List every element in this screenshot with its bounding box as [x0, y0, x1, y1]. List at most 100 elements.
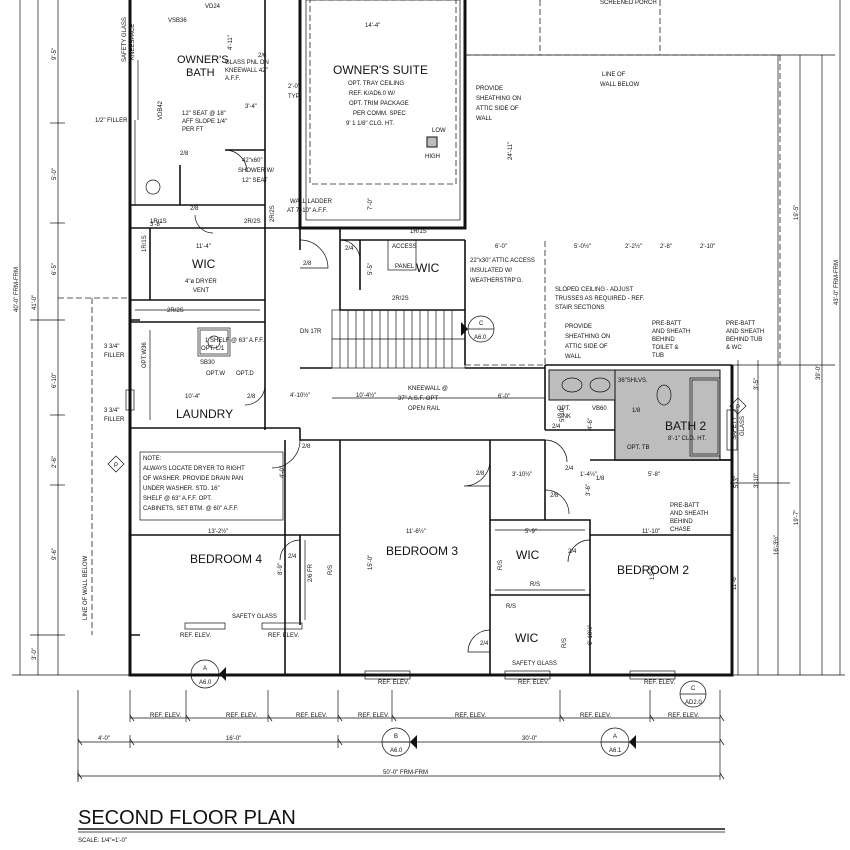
dim-30-0: 30'-0" — [522, 736, 537, 742]
room-wic-lower: WIC — [515, 631, 539, 645]
note-sb30: SB30 — [200, 360, 215, 366]
note-opt-d: OPT.D — [236, 371, 254, 377]
toilet-symbol — [145, 179, 161, 195]
section-marker-c-ad20-letter: C — [691, 686, 696, 692]
dim-11-6-v: 11'-6" — [732, 575, 738, 590]
drawing-title: SECOND FLOOR PLAN — [78, 807, 296, 829]
note-typ: TYP. — [288, 94, 301, 100]
dim-3-10: 3'-10½" — [512, 471, 532, 478]
dim-8-9: 8'-9" — [278, 563, 284, 575]
ref-elev-12: REF. ELEV. — [668, 713, 699, 719]
note-glass-1: GLASS PNL ON — [225, 60, 269, 66]
note-attic-3: WEATHERSTRP'G. — [470, 278, 523, 284]
ref-elev-5: REF. ELEV. — [644, 680, 675, 686]
dim-5-0: 5'-0½" — [574, 243, 591, 250]
dim-11-6: 11'-6½" — [406, 528, 426, 535]
note-ladder-2: AT 7'-10" A.F.F. — [287, 208, 328, 214]
note-seat-1: 12" SEAT @ 18" — [182, 111, 226, 117]
tray-hatch-square — [426, 136, 438, 148]
note-seat-2: AFF SLOPE 1/4" — [182, 119, 227, 125]
room-wic-center: WIC — [416, 261, 440, 275]
note-filler-2b: FILLER — [104, 353, 125, 359]
note-safety-bed4: SAFETY GLASS — [232, 614, 277, 620]
note-filler-3b: FILLER — [104, 417, 125, 423]
code-d24-3: 2/4 — [568, 549, 577, 555]
note-sheath-a4: WALL — [476, 116, 493, 122]
note-low: LOW — [432, 128, 446, 134]
title-block: SECOND FLOOR PLAN SCALE: 1/4"=1'-0" — [78, 807, 725, 844]
p-marker-left: P — [107, 455, 125, 473]
note-box-2: ALWAYS LOCATE DRYER TO RIGHT — [143, 466, 245, 472]
ref-elev-11: REF. ELEV. — [580, 713, 611, 719]
dim-5-9: 5'-9" — [525, 529, 537, 535]
p-marker-right: P — [729, 397, 747, 415]
note-vb60: VB60 — [592, 406, 607, 412]
dim-2-0: 2'-0" — [288, 84, 300, 90]
ref-elev-labels: REF. ELEV. REF. ELEV. REF. ELEV. REF. EL… — [150, 633, 699, 719]
dim-4-6: 4'-6" — [588, 418, 594, 430]
note-attic-1: 22"x30" ATTIC ACCESS — [470, 258, 535, 264]
code-rs-2: R/S — [530, 582, 540, 588]
dim-5-10: 5'-10" — [560, 407, 566, 422]
code-1r1s-b: 1R/1S — [142, 235, 148, 252]
dim-11-4: 11'-4" — [196, 244, 211, 250]
dim-3-10-v: 3'-10" — [754, 473, 760, 488]
code-d18b: 1/8 — [596, 476, 605, 482]
section-marker-b-a60-sheet: A6.0 — [390, 748, 403, 754]
dim-3-4: 3'-4" — [245, 104, 257, 110]
dim-3-6: 3'-6" — [586, 484, 592, 496]
dim-5-3: 5'-3" — [734, 476, 740, 488]
note-tray-3: OPT. TRIM PACKAGE — [349, 101, 409, 107]
note-vsb36: VSB36 — [168, 18, 187, 24]
access-panel-box — [387, 239, 417, 271]
code-rs-3: R/S — [506, 604, 516, 610]
note-opt-tb: OPT. TB — [627, 445, 650, 451]
note-prebatt-2c: BEHIND TUB — [726, 337, 762, 343]
section-marker-a-a61-letter: A — [613, 734, 617, 740]
room-bedroom-2: BEDROOM 2 — [617, 563, 689, 577]
note-sheath-b1: PROVIDE — [565, 324, 592, 330]
section-marker-c-a60: C A6.0 — [461, 315, 495, 343]
note-shower-3: 12" SEAT — [242, 178, 268, 184]
note-screened-porch: SCREENED PORCH — [600, 0, 657, 6]
ref-elev-4: REF. ELEV. — [518, 680, 549, 686]
note-seat-3: PER FT — [182, 127, 204, 133]
dim-16-3: 16'-3½" — [773, 535, 780, 555]
section-marker-c-a60-letter: C — [479, 321, 484, 327]
dim-13-6: 13'-6" — [650, 565, 656, 580]
dim-5-0-v: 5'-0" — [52, 168, 58, 180]
dim-4-11: 4'-11" — [228, 35, 234, 50]
dim-10-4-b: 10'-4½" — [356, 392, 376, 399]
dim-41-0: 41'-0" — [32, 295, 38, 310]
dim-3-8: 3'-8" — [150, 222, 162, 228]
bottom-dimension-lines — [77, 690, 725, 782]
dim-6-10: 6'-10" — [52, 373, 58, 388]
note-prebatt-3c: BEHIND — [670, 519, 693, 525]
note-kneewall-3: OPEN RAIL — [408, 406, 441, 412]
dim-1-4: 1'-4½" — [580, 471, 597, 478]
note-line-wall-vertical: LINE OF WALL BELOW — [83, 555, 89, 620]
note-safety-bath2-1: SAFETY — [732, 417, 738, 440]
dim-6-5: 6'-5" — [52, 263, 58, 275]
code-d24-6: 2/4 — [565, 466, 574, 472]
dashed-lines — [58, 0, 781, 635]
note-dn-17r: DN 17R — [300, 329, 322, 335]
dim-6-10-b: 6'-10½" — [587, 625, 594, 645]
note-attic-2: INSULATED W/ — [470, 268, 513, 274]
note-tray-4: PER COMM. SPEC — [353, 111, 406, 117]
note-sloped-3: STAIR SECTIONS — [555, 305, 605, 311]
code-rs-5: R/S — [328, 565, 334, 575]
dim-4-10: 4'-10½" — [290, 392, 310, 399]
note-box — [139, 451, 284, 521]
section-marker-a-a60-letter: A — [203, 666, 207, 672]
ref-elev-8: REF. ELEV. — [296, 713, 327, 719]
note-box-5: SHELF @ 63" A.F.F. OPT. — [143, 496, 212, 502]
note-glass-3: A.F.F. — [225, 76, 240, 82]
code-d24-4: 2/4 — [480, 641, 489, 647]
note-box-6: CABINETS, SET BTM. @ 60" A.F.F. — [143, 506, 239, 512]
note-sheath-a1: PROVIDE — [476, 86, 503, 92]
note-bath2-height: 8'-1" CLG. HT. — [668, 436, 707, 442]
dim-6-0-a: 6'-0" — [495, 244, 507, 250]
note-tray-1: OPT. TRAY CEILING — [348, 81, 404, 87]
